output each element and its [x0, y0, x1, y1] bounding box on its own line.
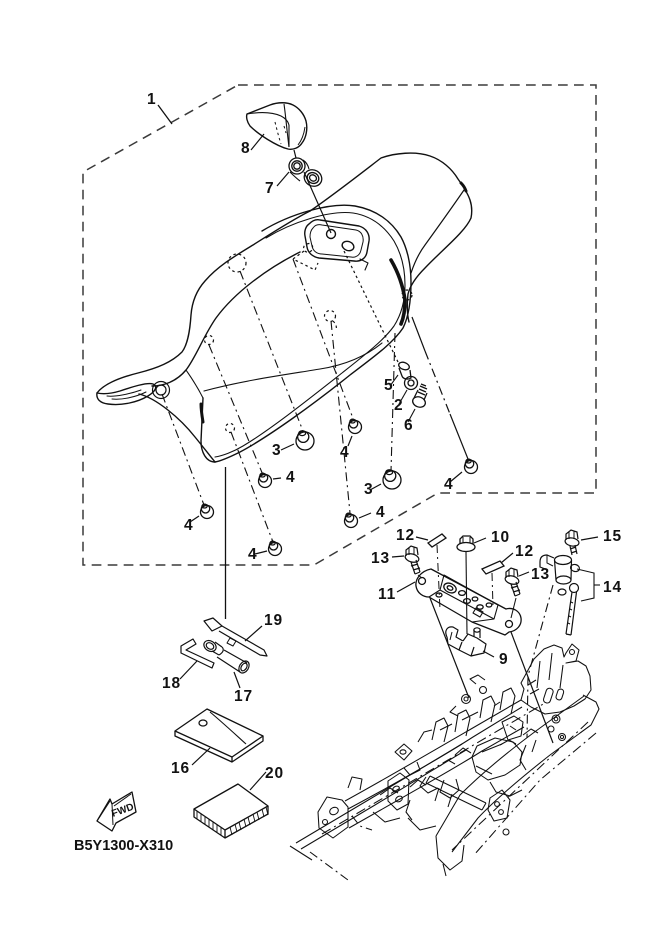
- svg-text:8: 8: [241, 140, 251, 157]
- svg-text:11: 11: [378, 586, 396, 603]
- svg-text:18: 18: [162, 675, 181, 692]
- svg-text:4: 4: [340, 444, 350, 461]
- svg-text:2: 2: [394, 397, 404, 414]
- svg-text:12: 12: [396, 527, 415, 544]
- svg-text:13: 13: [531, 566, 550, 583]
- svg-text:1: 1: [147, 91, 157, 108]
- svg-text:14: 14: [603, 579, 622, 596]
- svg-text:4: 4: [444, 476, 454, 493]
- svg-text:6: 6: [404, 417, 414, 434]
- svg-text:4: 4: [376, 504, 386, 521]
- svg-text:3: 3: [272, 442, 282, 459]
- svg-text:9: 9: [499, 651, 509, 668]
- svg-text:4: 4: [184, 517, 194, 534]
- svg-text:10: 10: [491, 529, 510, 546]
- svg-text:20: 20: [265, 765, 284, 782]
- svg-text:15: 15: [603, 528, 622, 545]
- svg-text:5: 5: [384, 377, 394, 394]
- svg-text:12: 12: [515, 543, 534, 560]
- svg-text:3: 3: [364, 481, 374, 498]
- svg-text:7: 7: [265, 180, 275, 197]
- svg-text:17: 17: [234, 688, 253, 705]
- svg-text:16: 16: [171, 760, 190, 777]
- svg-text:B5Y1300-X310: B5Y1300-X310: [74, 838, 173, 854]
- svg-text:13: 13: [371, 550, 390, 567]
- svg-text:4: 4: [286, 469, 296, 486]
- svg-text:19: 19: [264, 612, 283, 629]
- svg-text:4: 4: [248, 546, 258, 563]
